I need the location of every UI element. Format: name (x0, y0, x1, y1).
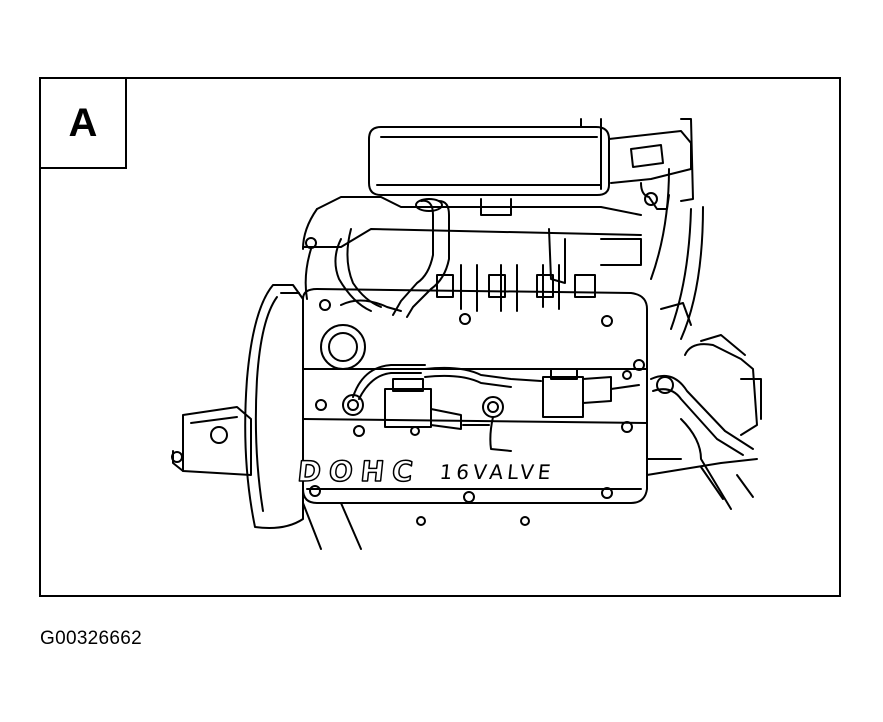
panel-label: A (68, 101, 98, 145)
air-cleaner-housing (368, 118, 610, 196)
ignition-coils (342, 364, 640, 452)
cover-text-16valve: 16VALVE (438, 460, 555, 484)
cylinder-head-cover (302, 288, 648, 550)
engine-mount (171, 406, 252, 476)
diagram-frame: DOHC 16VALVE A (39, 77, 841, 597)
figure-id: G00326662 (40, 628, 143, 649)
cover-text-dohc: DOHC (296, 455, 422, 488)
coolant-hoses (646, 302, 762, 510)
timing-belt-cover (244, 284, 304, 529)
engine-illustration: DOHC 16VALVE (171, 118, 762, 550)
intake-manifold (302, 196, 642, 318)
cover-embossing: DOHC 16VALVE (295, 454, 555, 488)
right-fittings (608, 118, 704, 340)
panel-label-box: A (41, 79, 127, 169)
